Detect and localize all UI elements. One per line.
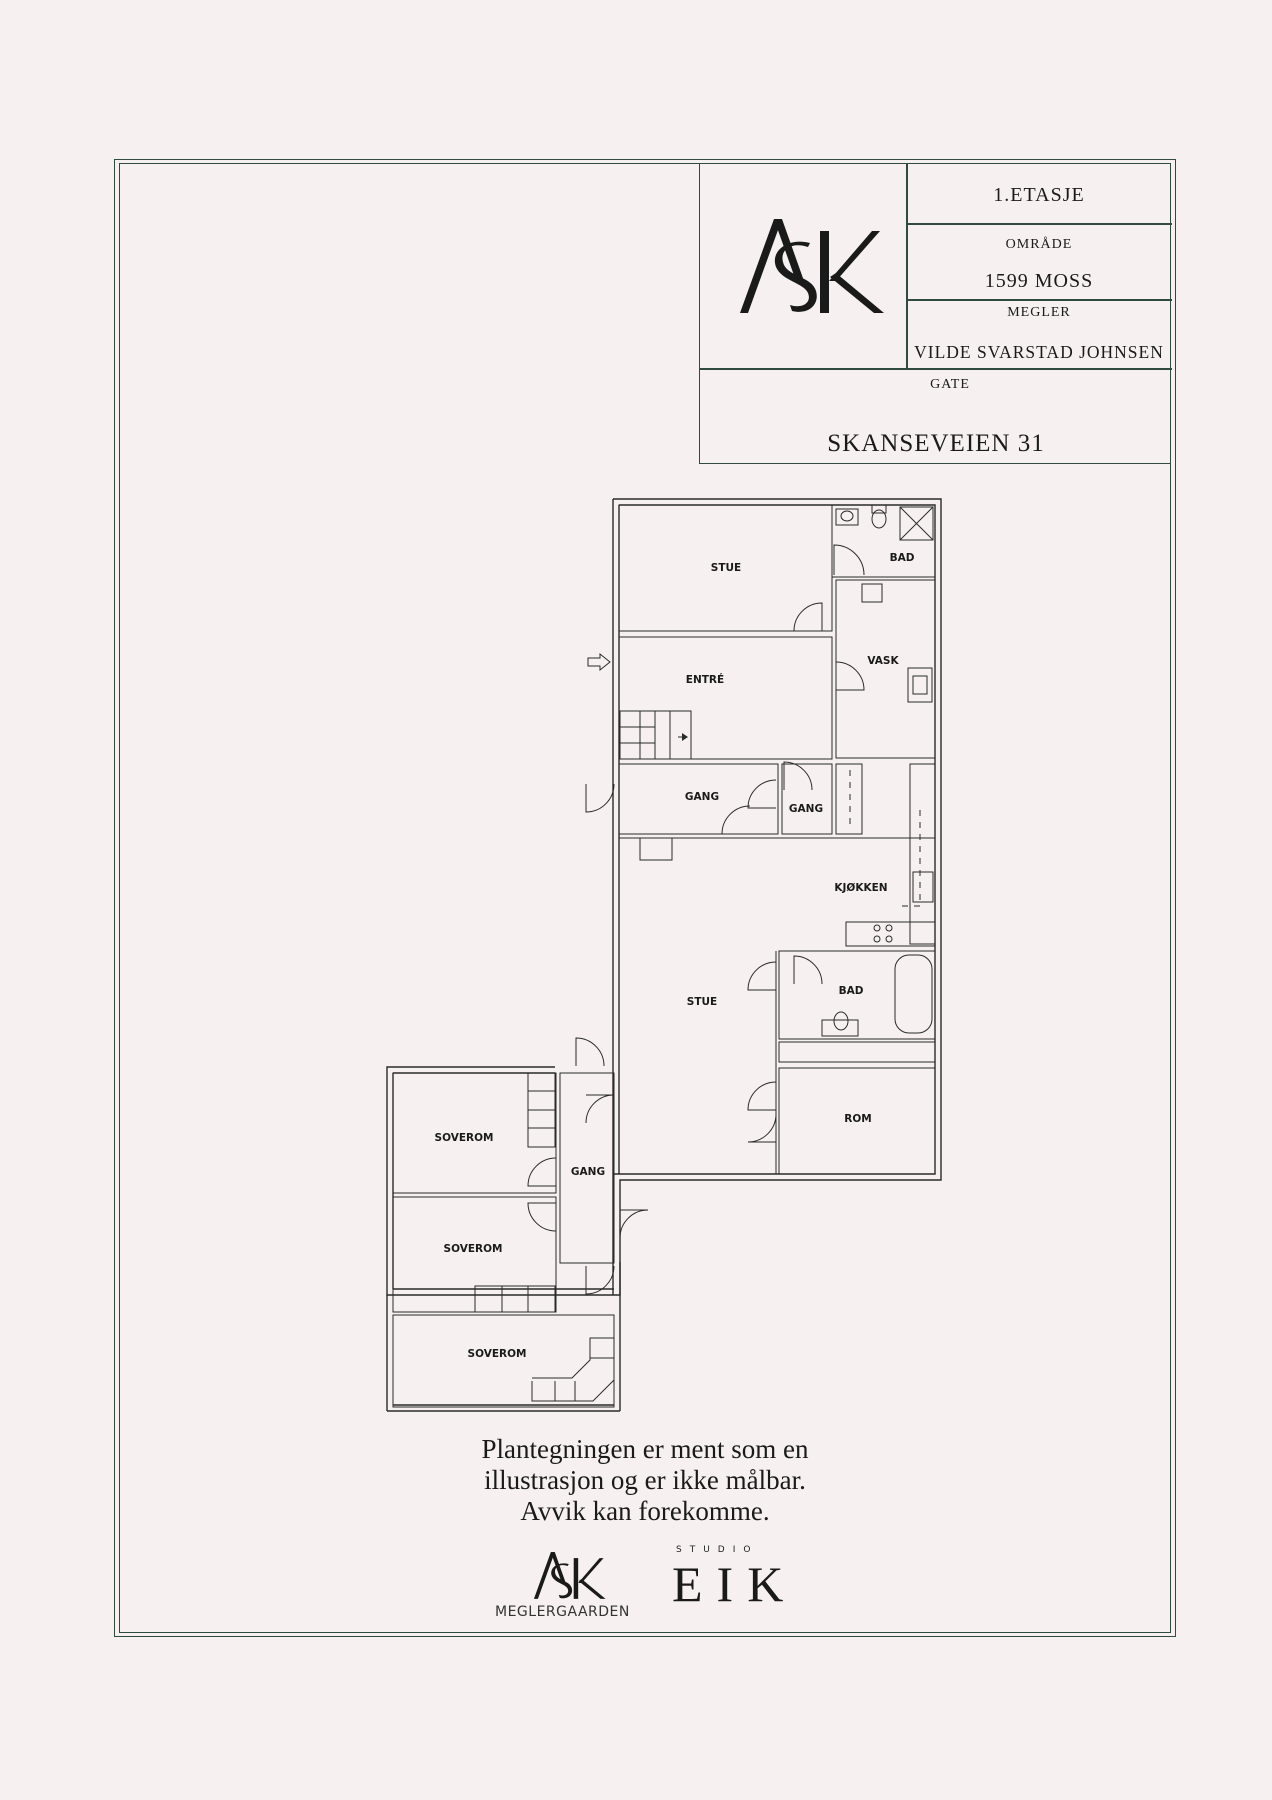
ask-footer-subtitle: MEGLERGAARDEN <box>495 1604 630 1620</box>
room-gang-c <box>559 1072 615 1264</box>
room-bad-top <box>831 504 936 578</box>
title-block: 1.ETASJE OMRÅDE 1599 MOSS MEGLER VILDE S… <box>699 163 1172 464</box>
room-soverom-1 <box>392 1072 557 1194</box>
outer-wall-main <box>386 498 942 1296</box>
disclaimer: Plantegningen er ment som en illustrasjo… <box>380 1434 910 1527</box>
label-stue-main: STUE <box>687 996 717 1008</box>
street-value: SKANSEVEIEN 31 <box>827 430 1045 457</box>
room-vask <box>835 579 936 759</box>
room-soverom-3 <box>392 1314 615 1408</box>
room-gang-b <box>781 763 833 835</box>
page-frame-outer <box>114 159 1176 1637</box>
room-bad-mid <box>778 950 936 1040</box>
floor-label: 1.ETASJE <box>993 184 1085 206</box>
label-bad-top: BAD <box>890 552 915 564</box>
label-soverom-1: SOVEROM <box>435 1132 494 1144</box>
label-gang-a: GANG <box>685 791 719 803</box>
label-kjokken: KJØKKEN <box>834 882 887 894</box>
label-gang-b: GANG <box>789 803 823 815</box>
room-entre <box>618 636 833 760</box>
ask-logo <box>740 219 884 313</box>
page-frame-inner <box>119 163 1171 1633</box>
label-soverom-3: SOVEROM <box>468 1348 527 1360</box>
street-label: GATE <box>930 377 970 392</box>
eik-studio-label: STUDIO <box>676 1545 759 1555</box>
area-label: OMRÅDE <box>1005 237 1073 252</box>
room-gang-a <box>618 763 779 835</box>
eik-logo-text: EIK <box>672 1556 798 1612</box>
ask-footer-logo <box>533 1552 606 1599</box>
disclaimer-line-2: illustrasjon og er ikke målbar. <box>484 1465 806 1495</box>
disclaimer-line-1: Plantegningen er ment som en <box>481 1434 809 1464</box>
broker-label: MEGLER <box>1007 305 1071 320</box>
area-value: 1599 MOSS <box>984 270 1094 292</box>
disclaimer-line-3: Avvik kan forekomme. <box>520 1496 770 1526</box>
label-entre: ENTRÉ <box>686 673 724 686</box>
broker-value: VILDE SVARSTAD JOHNSEN <box>914 342 1164 362</box>
label-gang-c: GANG <box>571 1166 605 1178</box>
label-vask: VASK <box>867 655 899 667</box>
label-soverom-2: SOVEROM <box>444 1243 503 1255</box>
label-stue-top: STUE <box>711 562 741 574</box>
room-rom <box>778 1067 936 1175</box>
label-rom: ROM <box>844 1113 871 1125</box>
label-bad-mid: BAD <box>839 985 864 997</box>
